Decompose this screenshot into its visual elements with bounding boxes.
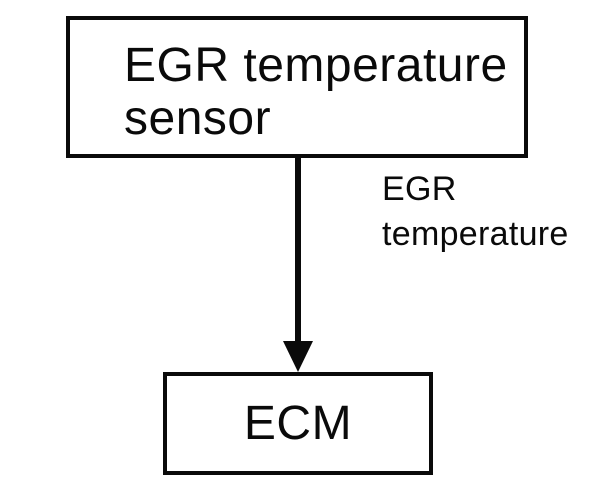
node-egr-temperature-sensor-label-line2: sensor	[124, 92, 272, 145]
connector-label-line2: temperature	[382, 215, 569, 253]
connector-arrow-egr-to-ecm	[283, 156, 313, 372]
connector-label-line1: EGR	[382, 170, 457, 208]
node-egr-temperature-sensor-label-line1: EGR temperature	[124, 39, 508, 92]
connector-label: EGR temperature	[382, 167, 569, 257]
arrowhead-down-icon	[283, 341, 313, 372]
node-ecm-label: ECM	[243, 397, 353, 450]
node-egr-temperature-sensor: EGR temperature sensor	[66, 16, 528, 158]
node-ecm: ECM	[163, 372, 433, 475]
